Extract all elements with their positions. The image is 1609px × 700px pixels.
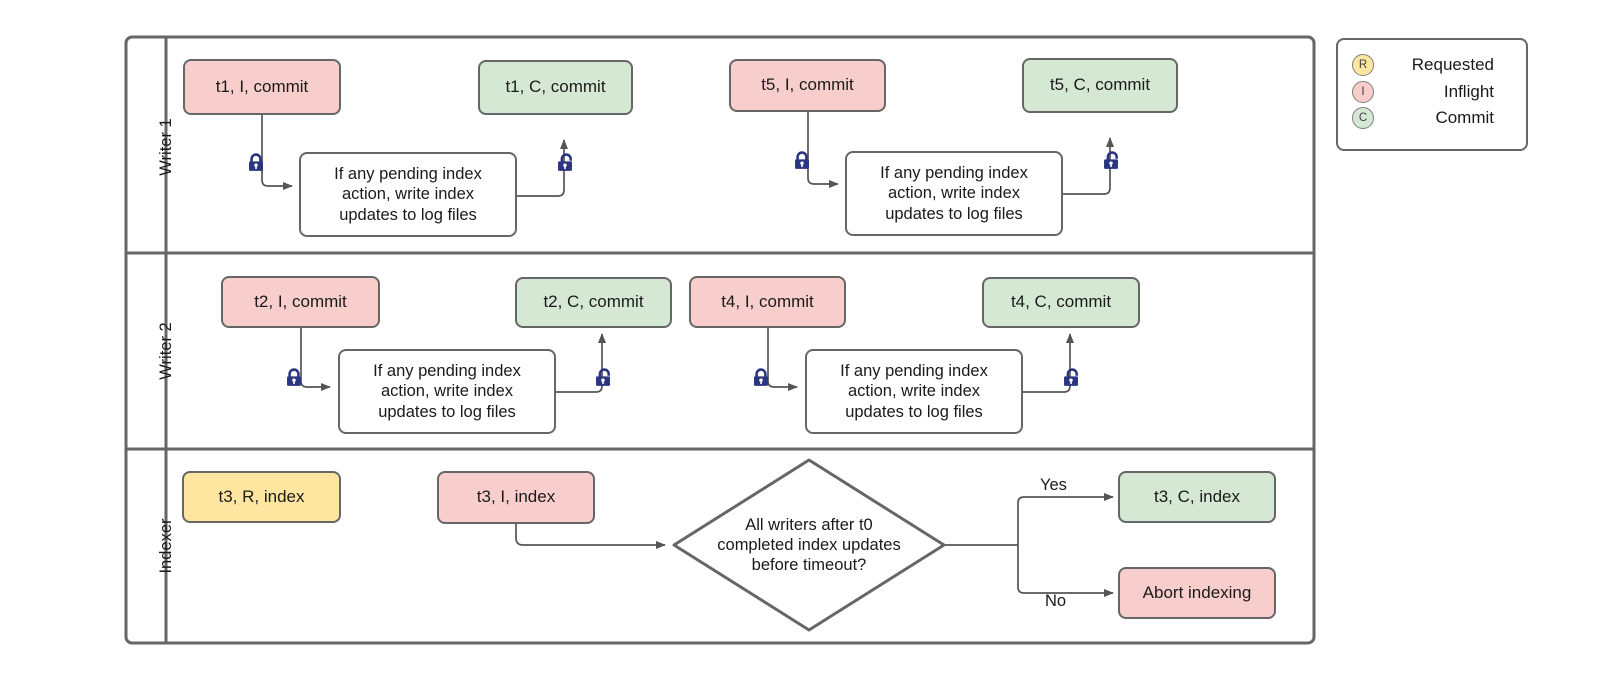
node-t2-commit[interactable]: t2, C, commit bbox=[515, 277, 672, 328]
node-t1-inflight[interactable]: t1, I, commit bbox=[183, 59, 341, 115]
lock-open-icon bbox=[1064, 368, 1078, 386]
node-label: t5, C, commit bbox=[1049, 75, 1151, 95]
edge-label-text: Yes bbox=[1040, 476, 1067, 494]
node-label: t4, I, commit bbox=[721, 291, 814, 311]
edge-label-yes: Yes bbox=[1040, 476, 1067, 495]
legend-item-requested: R Requested bbox=[1352, 52, 1494, 78]
process-label: If any pending index action, write index… bbox=[880, 164, 1028, 223]
process-label: If any pending index action, write index… bbox=[840, 362, 988, 421]
node-t2-inflight[interactable]: t2, I, commit bbox=[221, 276, 380, 328]
indexer-connectors bbox=[515, 493, 1114, 597]
lock-closed-icon bbox=[754, 368, 768, 386]
decision-diamond bbox=[672, 458, 946, 632]
process-writer2-right[interactable]: If any pending index action, write index… bbox=[805, 349, 1023, 434]
node-label: t3, I, index bbox=[476, 487, 556, 507]
legend-item-commit: C Commit bbox=[1352, 105, 1494, 131]
lane-label-text: Writer 1 bbox=[156, 118, 175, 176]
node-t5-commit[interactable]: t5, C, commit bbox=[1022, 58, 1178, 113]
process-writer1-left[interactable]: If any pending index action, write index… bbox=[299, 152, 517, 237]
node-label: t3, R, index bbox=[218, 486, 305, 506]
node-label: Abort indexing bbox=[1142, 582, 1252, 602]
node-label: t2, I, commit bbox=[254, 291, 347, 311]
legend-label: Commit bbox=[1435, 108, 1494, 127]
node-label: t5, I, commit bbox=[761, 75, 854, 95]
node-label: t1, I, commit bbox=[215, 76, 309, 96]
writer1-connectors bbox=[261, 112, 1114, 197]
node-t4-inflight[interactable]: t4, I, commit bbox=[689, 276, 846, 328]
node-abort-indexing[interactable]: Abort indexing bbox=[1118, 567, 1276, 619]
lock-closed-icon bbox=[287, 368, 301, 386]
badge-inflight-icon: I bbox=[1352, 81, 1374, 103]
node-t1-commit[interactable]: t1, C, commit bbox=[478, 60, 633, 115]
node-label: t3, C, index bbox=[1154, 486, 1240, 506]
lane-label-writer-1: Writer 1 bbox=[155, 57, 177, 237]
badge-commit-icon: C bbox=[1352, 107, 1374, 129]
edge-label-no: No bbox=[1045, 592, 1066, 611]
lock-closed-icon bbox=[795, 151, 809, 169]
lane-label-text: Writer 2 bbox=[156, 322, 175, 380]
legend-label: Inflight bbox=[1443, 82, 1494, 101]
process-writer2-left[interactable]: If any pending index action, write index… bbox=[338, 349, 556, 434]
decision-text: All writers after t0 completed index upd… bbox=[717, 515, 901, 575]
node-t3-requested[interactable]: t3, R, index bbox=[182, 471, 341, 523]
node-t5-inflight[interactable]: t5, I, commit bbox=[729, 59, 886, 112]
lock-closed-icon bbox=[249, 153, 263, 171]
writer2-connectors bbox=[300, 328, 1074, 393]
node-t3-inflight[interactable]: t3, I, index bbox=[437, 471, 595, 524]
decision-label: All writers after t0 completed index upd… bbox=[694, 505, 924, 585]
badge-requested-icon: R bbox=[1352, 54, 1374, 76]
node-t3-commit[interactable]: t3, C, index bbox=[1118, 471, 1276, 523]
lane-label-text: Indexer bbox=[156, 518, 175, 574]
edge-label-text: No bbox=[1045, 592, 1067, 610]
lock-open-icon bbox=[596, 368, 610, 386]
node-label: t2, C, commit bbox=[543, 292, 644, 312]
node-label: t1, C, commit bbox=[505, 77, 606, 97]
legend-label: Requested bbox=[1411, 55, 1494, 74]
lock-open-icon bbox=[1104, 151, 1118, 169]
lane-label-indexer: Indexer bbox=[155, 456, 177, 636]
process-label: If any pending index action, write index… bbox=[373, 362, 521, 421]
lock-open-icon bbox=[558, 153, 572, 171]
swimlane-frame bbox=[124, 35, 1316, 645]
process-writer1-right[interactable]: If any pending index action, write index… bbox=[845, 151, 1063, 236]
node-label: t4, C, commit bbox=[1010, 292, 1112, 312]
legend-item-inflight: I Inflight bbox=[1352, 79, 1494, 105]
process-label: If any pending index action, write index… bbox=[334, 165, 482, 224]
node-t4-commit[interactable]: t4, C, commit bbox=[982, 277, 1140, 328]
lane-label-writer-2: Writer 2 bbox=[155, 261, 177, 441]
